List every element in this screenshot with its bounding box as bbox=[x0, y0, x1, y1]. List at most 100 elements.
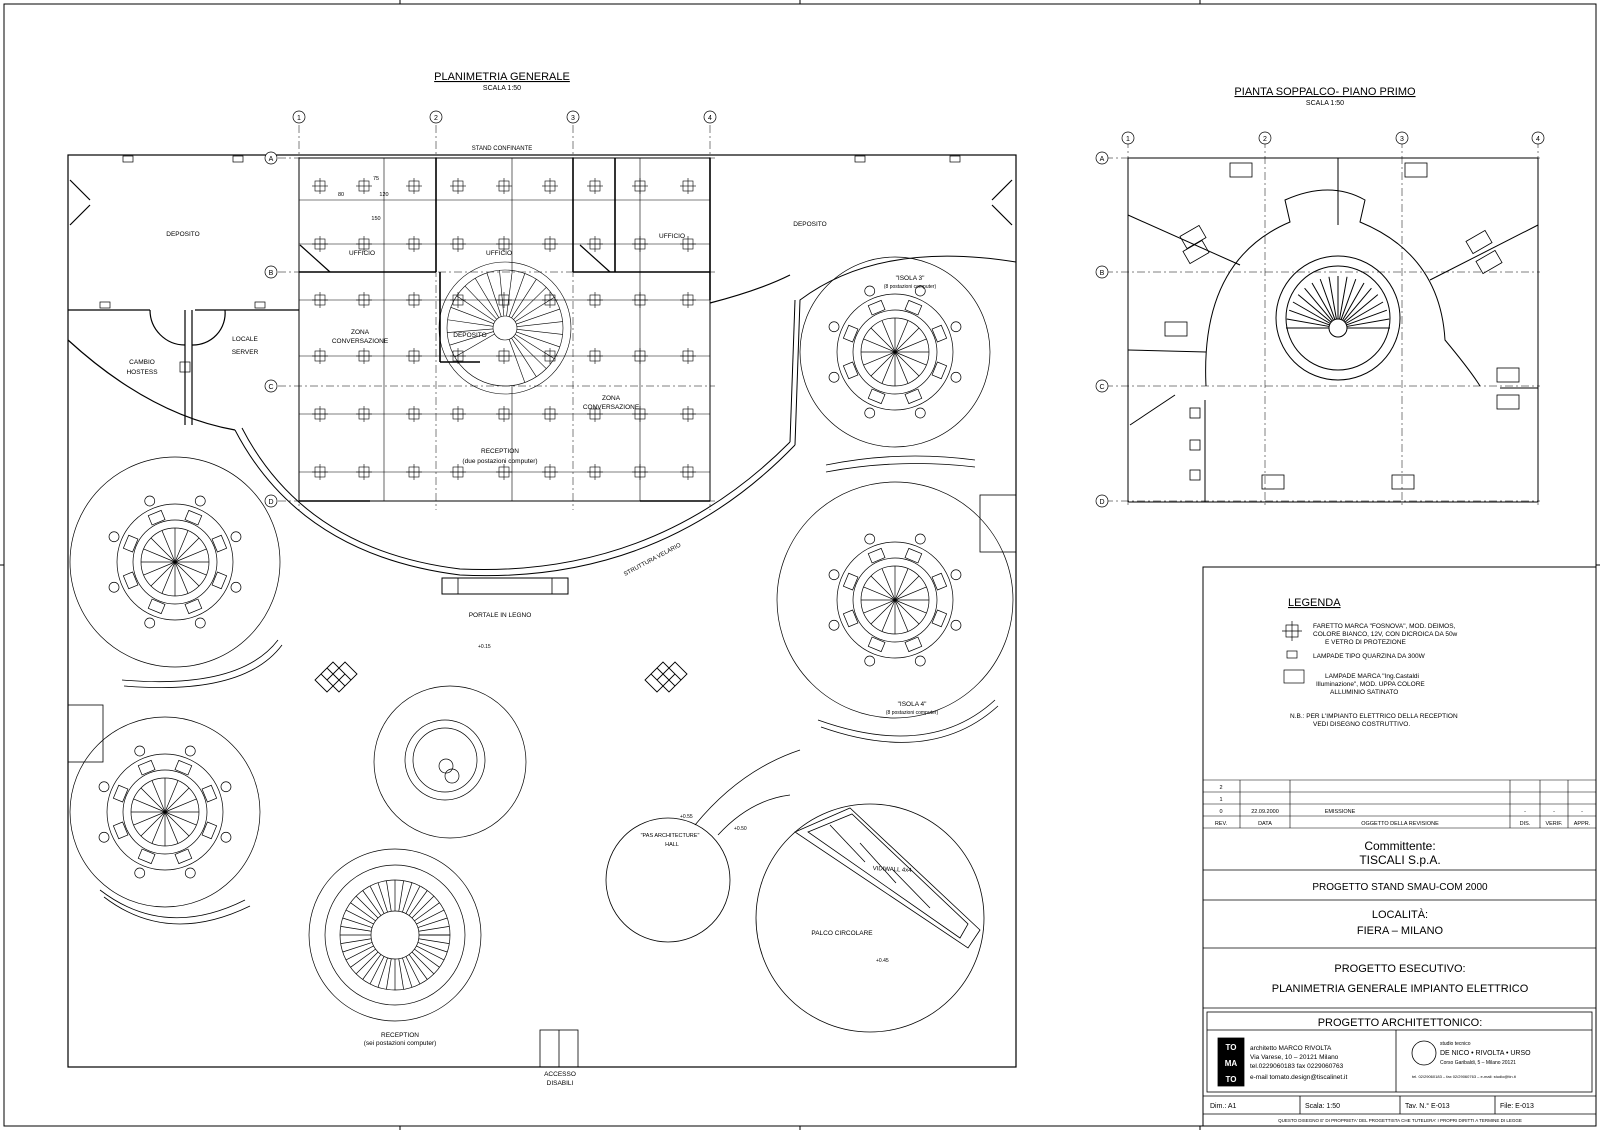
stair-tread bbox=[516, 331, 560, 348]
stair-tread bbox=[515, 297, 555, 322]
stool bbox=[230, 581, 242, 593]
reception-round-label-2: (sei postazioni computer) bbox=[364, 1040, 437, 1047]
stair-tread bbox=[369, 956, 385, 985]
legend-item1-line3: E VETRO DI PROTEZIONE bbox=[1325, 639, 1407, 646]
workstation bbox=[147, 598, 166, 615]
workstation bbox=[842, 361, 859, 380]
mezz-plan-title: PIANTA SOPPALCO- PIANO PRIMO bbox=[1234, 86, 1416, 98]
round-booth bbox=[373, 685, 527, 839]
stool bbox=[914, 285, 926, 297]
spotlight-icon bbox=[406, 178, 422, 194]
isola-3-label-2: (8 postazioni computer) bbox=[884, 284, 937, 290]
progetto-architettonico-title: PROGETTO ARCHITETTONICO: bbox=[1318, 1017, 1483, 1029]
legend-item1-line2: COLORE BIANCO, 12V, CON DICROICA DA 50w bbox=[1313, 631, 1458, 638]
stool bbox=[828, 371, 840, 383]
stool bbox=[194, 495, 206, 507]
workstation bbox=[867, 547, 886, 564]
rev-row-2: 2 bbox=[1219, 785, 1222, 791]
room-deposito-left: DEPOSITO bbox=[166, 231, 199, 238]
progetto-esecutivo-label: PROGETTO ESECUTIVO: bbox=[1334, 963, 1465, 975]
spotlight-icon bbox=[312, 464, 328, 480]
stair-tread bbox=[1339, 276, 1348, 320]
mezz-axis-1: 1 bbox=[1126, 136, 1130, 143]
workstation bbox=[201, 821, 218, 840]
stool bbox=[864, 285, 876, 297]
stool bbox=[950, 321, 962, 333]
stair-tread bbox=[508, 339, 526, 383]
spotlight-icon bbox=[496, 178, 512, 194]
spotlight-icon bbox=[632, 236, 648, 252]
stair-tread bbox=[516, 321, 563, 327]
spotlight-icon bbox=[406, 406, 422, 422]
stool bbox=[914, 407, 926, 419]
room-cambio-hostess-2: HOSTESS bbox=[126, 369, 158, 376]
axis-1-label: 1 bbox=[297, 115, 301, 122]
spotlight-icon bbox=[312, 406, 328, 422]
localita-label: LOCALITÀ: bbox=[1372, 908, 1428, 921]
stair-tread bbox=[447, 328, 494, 333]
legend-nb-line1: N.B.: PER L'IMPIANTO ELETTRICO DELLA REC… bbox=[1290, 713, 1458, 720]
spiral-staircase bbox=[438, 261, 572, 395]
workstation bbox=[867, 299, 886, 316]
spotlight-icon bbox=[450, 236, 466, 252]
stair-tread bbox=[362, 954, 382, 980]
stair-tread bbox=[1346, 318, 1390, 327]
sheet-file: File: E-013 bbox=[1500, 1103, 1534, 1110]
spotlight-icon bbox=[496, 406, 512, 422]
stair-tread bbox=[342, 917, 373, 928]
stool bbox=[828, 321, 840, 333]
spotlight-icon bbox=[632, 406, 648, 422]
spotlight-icon bbox=[356, 348, 372, 364]
pas-hall-label-1: "PAS ARCHITECTURE" bbox=[641, 833, 700, 839]
mezz-axis-b: B bbox=[1100, 270, 1105, 277]
isola-3-label-1: "ISOLA 3" bbox=[896, 275, 926, 282]
project-name: PROGETTO STAND SMAU-COM 2000 bbox=[1312, 882, 1488, 893]
workstation bbox=[122, 571, 139, 590]
stair-tread bbox=[511, 337, 537, 377]
architect-phone: tel.0229060183 fax 0229060763 bbox=[1250, 1063, 1344, 1070]
portale-in-legno bbox=[441, 577, 569, 595]
spotlight-icon bbox=[496, 292, 512, 308]
axis-c-label: C bbox=[268, 384, 273, 391]
stair-tread bbox=[350, 948, 376, 968]
axis-a-label: A bbox=[269, 156, 274, 163]
workstation bbox=[211, 534, 228, 553]
spotlight-icon bbox=[356, 178, 372, 194]
stair-tread bbox=[417, 917, 448, 928]
stair-tread bbox=[454, 333, 495, 358]
stair-tread bbox=[506, 270, 513, 317]
workstation bbox=[867, 388, 886, 405]
stair-tread bbox=[369, 885, 385, 914]
stair-tread bbox=[398, 880, 404, 912]
architect-address: Via Varese, 10 – 20121 Milano bbox=[1250, 1054, 1339, 1061]
stair-tread bbox=[345, 909, 374, 925]
stair-tread bbox=[402, 882, 413, 913]
mezz-axis-2: 2 bbox=[1263, 136, 1267, 143]
logo-letters-1: TO bbox=[1226, 1043, 1237, 1052]
workstation bbox=[112, 784, 129, 803]
spotlight-icon bbox=[450, 406, 466, 422]
isola-4-label-1: "ISOLA 4" bbox=[898, 701, 928, 708]
accesso-disabili-1: ACCESSO bbox=[544, 1071, 576, 1078]
stool bbox=[184, 867, 196, 879]
workstation bbox=[137, 848, 156, 865]
stool bbox=[134, 867, 146, 879]
axis-2-label: 2 bbox=[434, 115, 438, 122]
spotlight-icon bbox=[406, 236, 422, 252]
isola-4-label-2: (8 postazioni computer) bbox=[886, 710, 939, 716]
stool bbox=[950, 569, 962, 581]
committente-name: TISCALI S.p.A. bbox=[1359, 853, 1440, 867]
legend-title: LEGENDA bbox=[1288, 597, 1341, 609]
stair-tread bbox=[456, 295, 496, 322]
stair-tread bbox=[516, 308, 560, 325]
stair-tread bbox=[418, 938, 450, 944]
axis-b-label: B bbox=[269, 270, 274, 277]
stool bbox=[864, 533, 876, 545]
stair-tread bbox=[416, 909, 445, 925]
spotlight-icon bbox=[680, 236, 696, 252]
workstation bbox=[211, 571, 228, 590]
workstation bbox=[931, 572, 948, 591]
workstation bbox=[842, 572, 859, 591]
rev-header-date: DATA bbox=[1258, 821, 1272, 827]
rev-header-verif: VERIF. bbox=[1545, 821, 1563, 827]
